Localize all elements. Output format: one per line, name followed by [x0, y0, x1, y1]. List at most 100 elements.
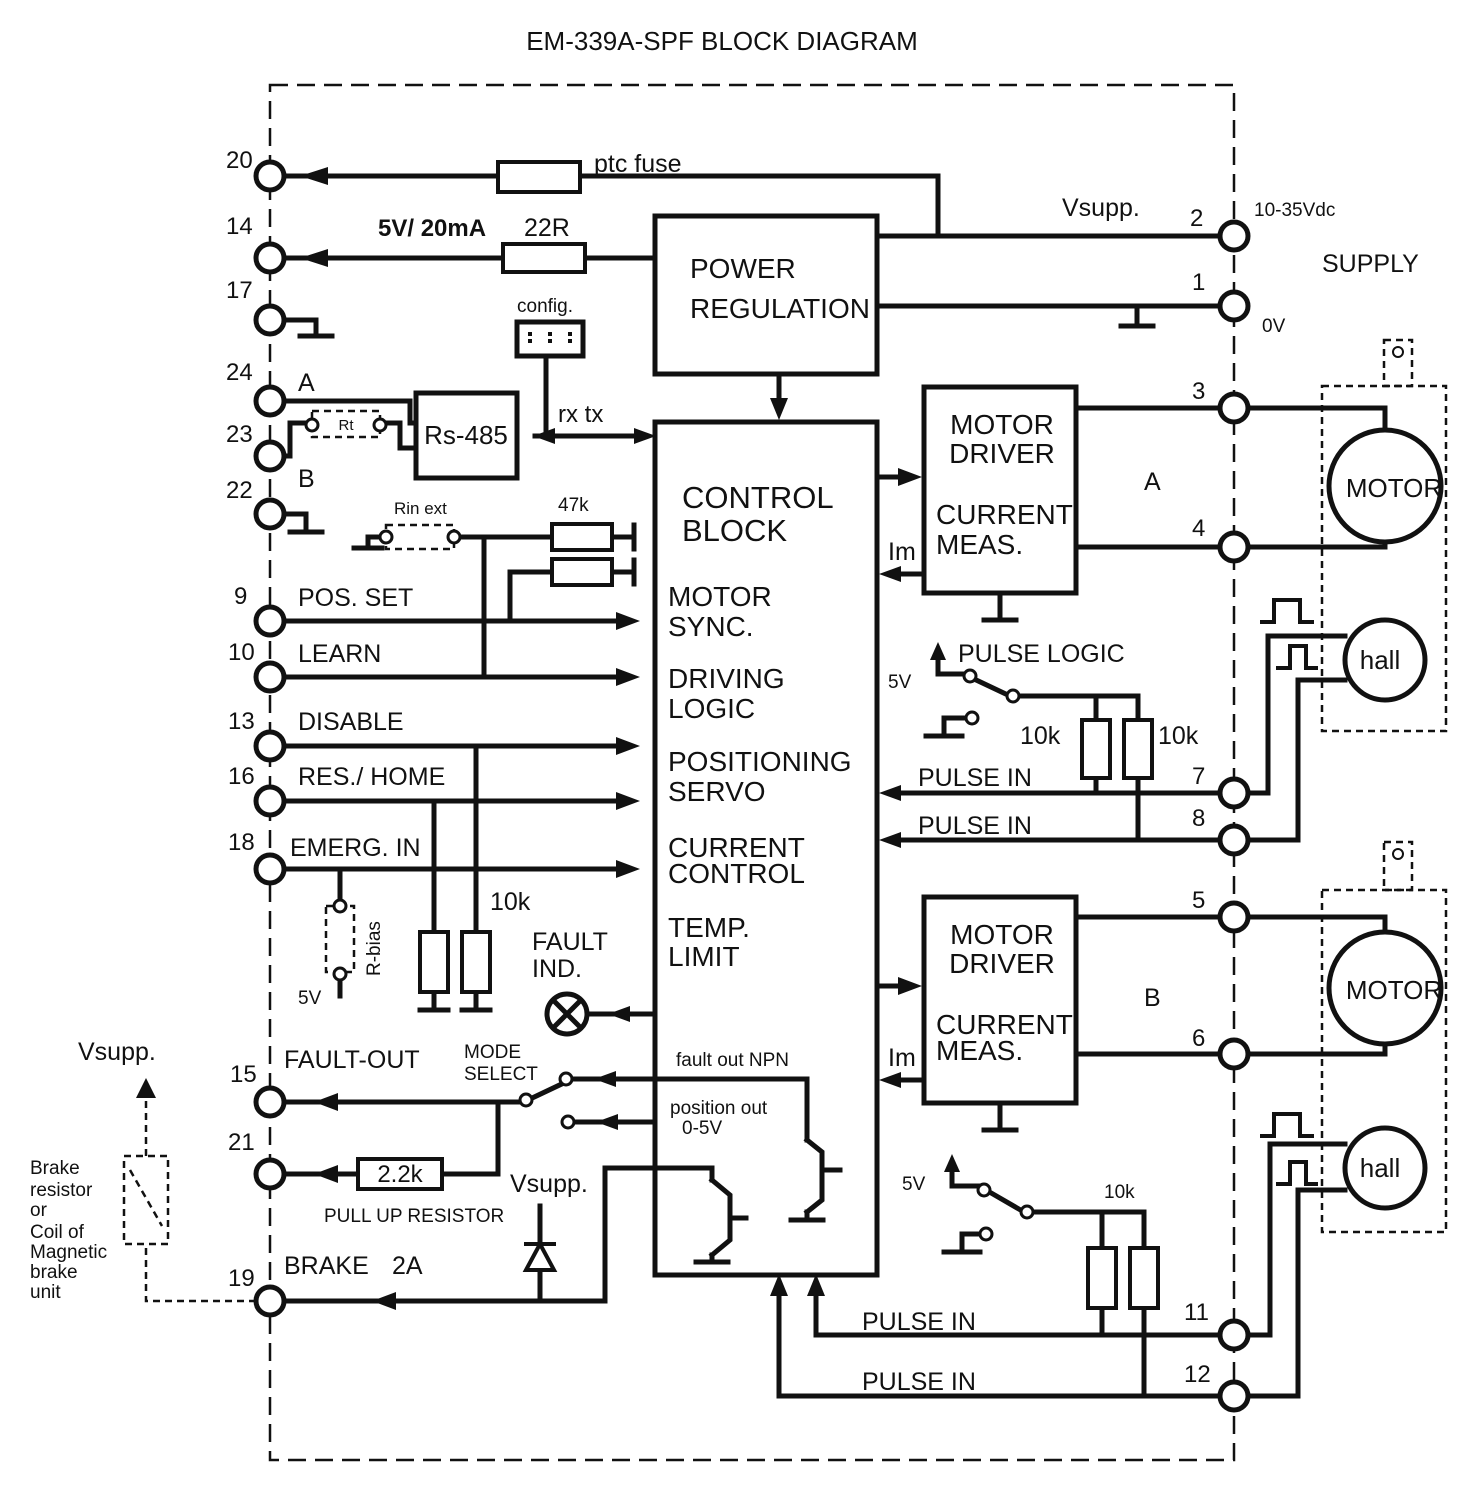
terminal-9: [253, 604, 287, 638]
svg-text:CURRENT: CURRENT: [936, 1009, 1073, 1040]
rs485-block: Rs-485: [413, 390, 520, 481]
mode-select-switch: [518, 1071, 576, 1130]
svg-text:Rs-485: Rs-485: [424, 420, 508, 450]
svg-text:10k: 10k: [490, 888, 531, 916]
resistor-47k-a: [550, 522, 614, 552]
optional-components: [122, 409, 462, 1246]
resistor-2k2: [356, 1157, 444, 1191]
svg-text:CONTROL: CONTROL: [682, 480, 834, 515]
left-terminals: [253, 159, 287, 1318]
svg-text:REGULATION: REGULATION: [690, 293, 870, 324]
svg-text:5V: 5V: [298, 988, 322, 1009]
terminal-13: [253, 729, 287, 763]
control-block: CONTROL BLOCK MOTOR SYNC. DRIVING LOGIC …: [652, 419, 880, 1278]
svg-text:hall: hall: [1360, 1153, 1400, 1183]
svg-text:13: 13: [228, 708, 255, 735]
module-enclosure: [268, 83, 1236, 1462]
svg-text:4: 4: [1192, 515, 1205, 542]
svg-text:PULL UP RESISTOR: PULL UP RESISTOR: [324, 1206, 504, 1227]
svg-text:2A: 2A: [392, 1252, 423, 1280]
pin-numbers: 20 14 17 24 23 22 9 10 13 16 18 15 21 19…: [226, 147, 1211, 1388]
hall-sensor-a: [1342, 617, 1428, 703]
terminal-14: [253, 241, 287, 275]
svg-text:14: 14: [226, 213, 253, 240]
svg-text:15: 15: [230, 1061, 257, 1088]
motor-module-a: MOTOR hall: [1320, 338, 1448, 733]
terminal-11: [1217, 1318, 1251, 1352]
svg-text:CURRENT: CURRENT: [936, 499, 1073, 530]
svg-text:Im: Im: [888, 1044, 916, 1072]
svg-text:SYNC.: SYNC.: [668, 611, 754, 642]
svg-text:FAULT-OUT: FAULT-OUT: [284, 1046, 420, 1074]
svg-text:B: B: [298, 465, 315, 493]
svg-text:47k: 47k: [558, 495, 589, 516]
svg-text:LOGIC: LOGIC: [668, 693, 755, 724]
brake-resistor: [122, 1154, 170, 1246]
terminal-20: [253, 159, 287, 193]
svg-text:BRAKE: BRAKE: [284, 1252, 369, 1280]
terminal-15: [253, 1085, 287, 1119]
resistor-10k-a1: [1080, 718, 1112, 780]
motor-driver-b: MOTOR DRIVER CURRENT MEAS.: [921, 894, 1079, 1106]
terminal-24: [253, 384, 287, 418]
terminal-21: [253, 1157, 287, 1191]
terminal-4: [1217, 530, 1251, 564]
terminal-5: [1217, 900, 1251, 934]
svg-text:10k: 10k: [1020, 722, 1061, 750]
hall-sensor-b: [1342, 1125, 1428, 1211]
svg-text:DISABLE: DISABLE: [298, 708, 404, 736]
config-jumper: [514, 319, 586, 359]
motor-driver-a: MOTOR DRIVER CURRENT MEAS.: [921, 384, 1079, 596]
svg-text:CURRENT: CURRENT: [668, 832, 805, 863]
svg-text:1: 1: [1192, 269, 1205, 296]
svg-text:23: 23: [226, 421, 253, 448]
r-bias-resistor: [324, 904, 356, 974]
svg-text:19: 19: [228, 1265, 255, 1292]
terminal-2: [1217, 219, 1251, 253]
svg-text:hall: hall: [1360, 645, 1400, 675]
labels: ptc fuse 5V/ 20mA 22R config. A B Rt rx …: [30, 150, 1419, 1396]
svg-text:7: 7: [1192, 763, 1205, 790]
resistor-10k-disable: [460, 930, 492, 994]
power-regulation-block: POWER REGULATION: [652, 213, 880, 377]
svg-text:10-35Vdc: 10-35Vdc: [1254, 200, 1335, 221]
terminal-10: [253, 660, 287, 694]
svg-text:brake: brake: [30, 1262, 78, 1283]
svg-text:2.2k: 2.2k: [377, 1161, 423, 1188]
svg-text:A: A: [1144, 468, 1161, 496]
svg-text:22R: 22R: [524, 214, 570, 242]
resistor-10k-b1: [1086, 1246, 1118, 1310]
svg-text:10k: 10k: [1158, 722, 1199, 750]
svg-text:EMERG. IN: EMERG. IN: [290, 834, 421, 862]
resistor-10k-home: [418, 930, 450, 994]
svg-text:MOTOR: MOTOR: [668, 581, 772, 612]
svg-text:18: 18: [228, 829, 255, 856]
terminal-22: [253, 497, 287, 531]
motor-b: [1326, 929, 1444, 1047]
svg-text:Vsupp.: Vsupp.: [78, 1038, 156, 1066]
svg-text:10k: 10k: [1104, 1182, 1135, 1203]
svg-text:IND.: IND.: [532, 955, 582, 983]
svg-text:A: A: [298, 369, 315, 397]
terminal-16: [253, 784, 287, 818]
svg-text:6: 6: [1192, 1025, 1205, 1052]
svg-text:POS. SET: POS. SET: [298, 584, 413, 612]
terminal-7: [1217, 776, 1251, 810]
diagram-title: EM-339A-SPF BLOCK DIAGRAM: [526, 26, 918, 56]
svg-text:PULSE IN: PULSE IN: [862, 1308, 976, 1336]
svg-text:PULSE IN: PULSE IN: [862, 1368, 976, 1396]
terminal-1: [1217, 289, 1251, 323]
svg-text:5V: 5V: [902, 1174, 926, 1195]
svg-text:0V: 0V: [1262, 316, 1286, 337]
svg-text:PULSE IN: PULSE IN: [918, 812, 1032, 840]
motor-module-b: MOTOR hall: [1320, 840, 1448, 1234]
svg-text:POWER: POWER: [690, 253, 796, 284]
svg-text:16: 16: [228, 763, 255, 790]
svg-text:DRIVER: DRIVER: [949, 438, 1055, 469]
svg-text:SUPPLY: SUPPLY: [1322, 250, 1419, 278]
svg-text:unit: unit: [30, 1282, 61, 1303]
pulse-logic-switches: [962, 668, 1035, 1242]
svg-text:LIMIT: LIMIT: [668, 941, 740, 972]
terminal-8: [1217, 823, 1251, 857]
